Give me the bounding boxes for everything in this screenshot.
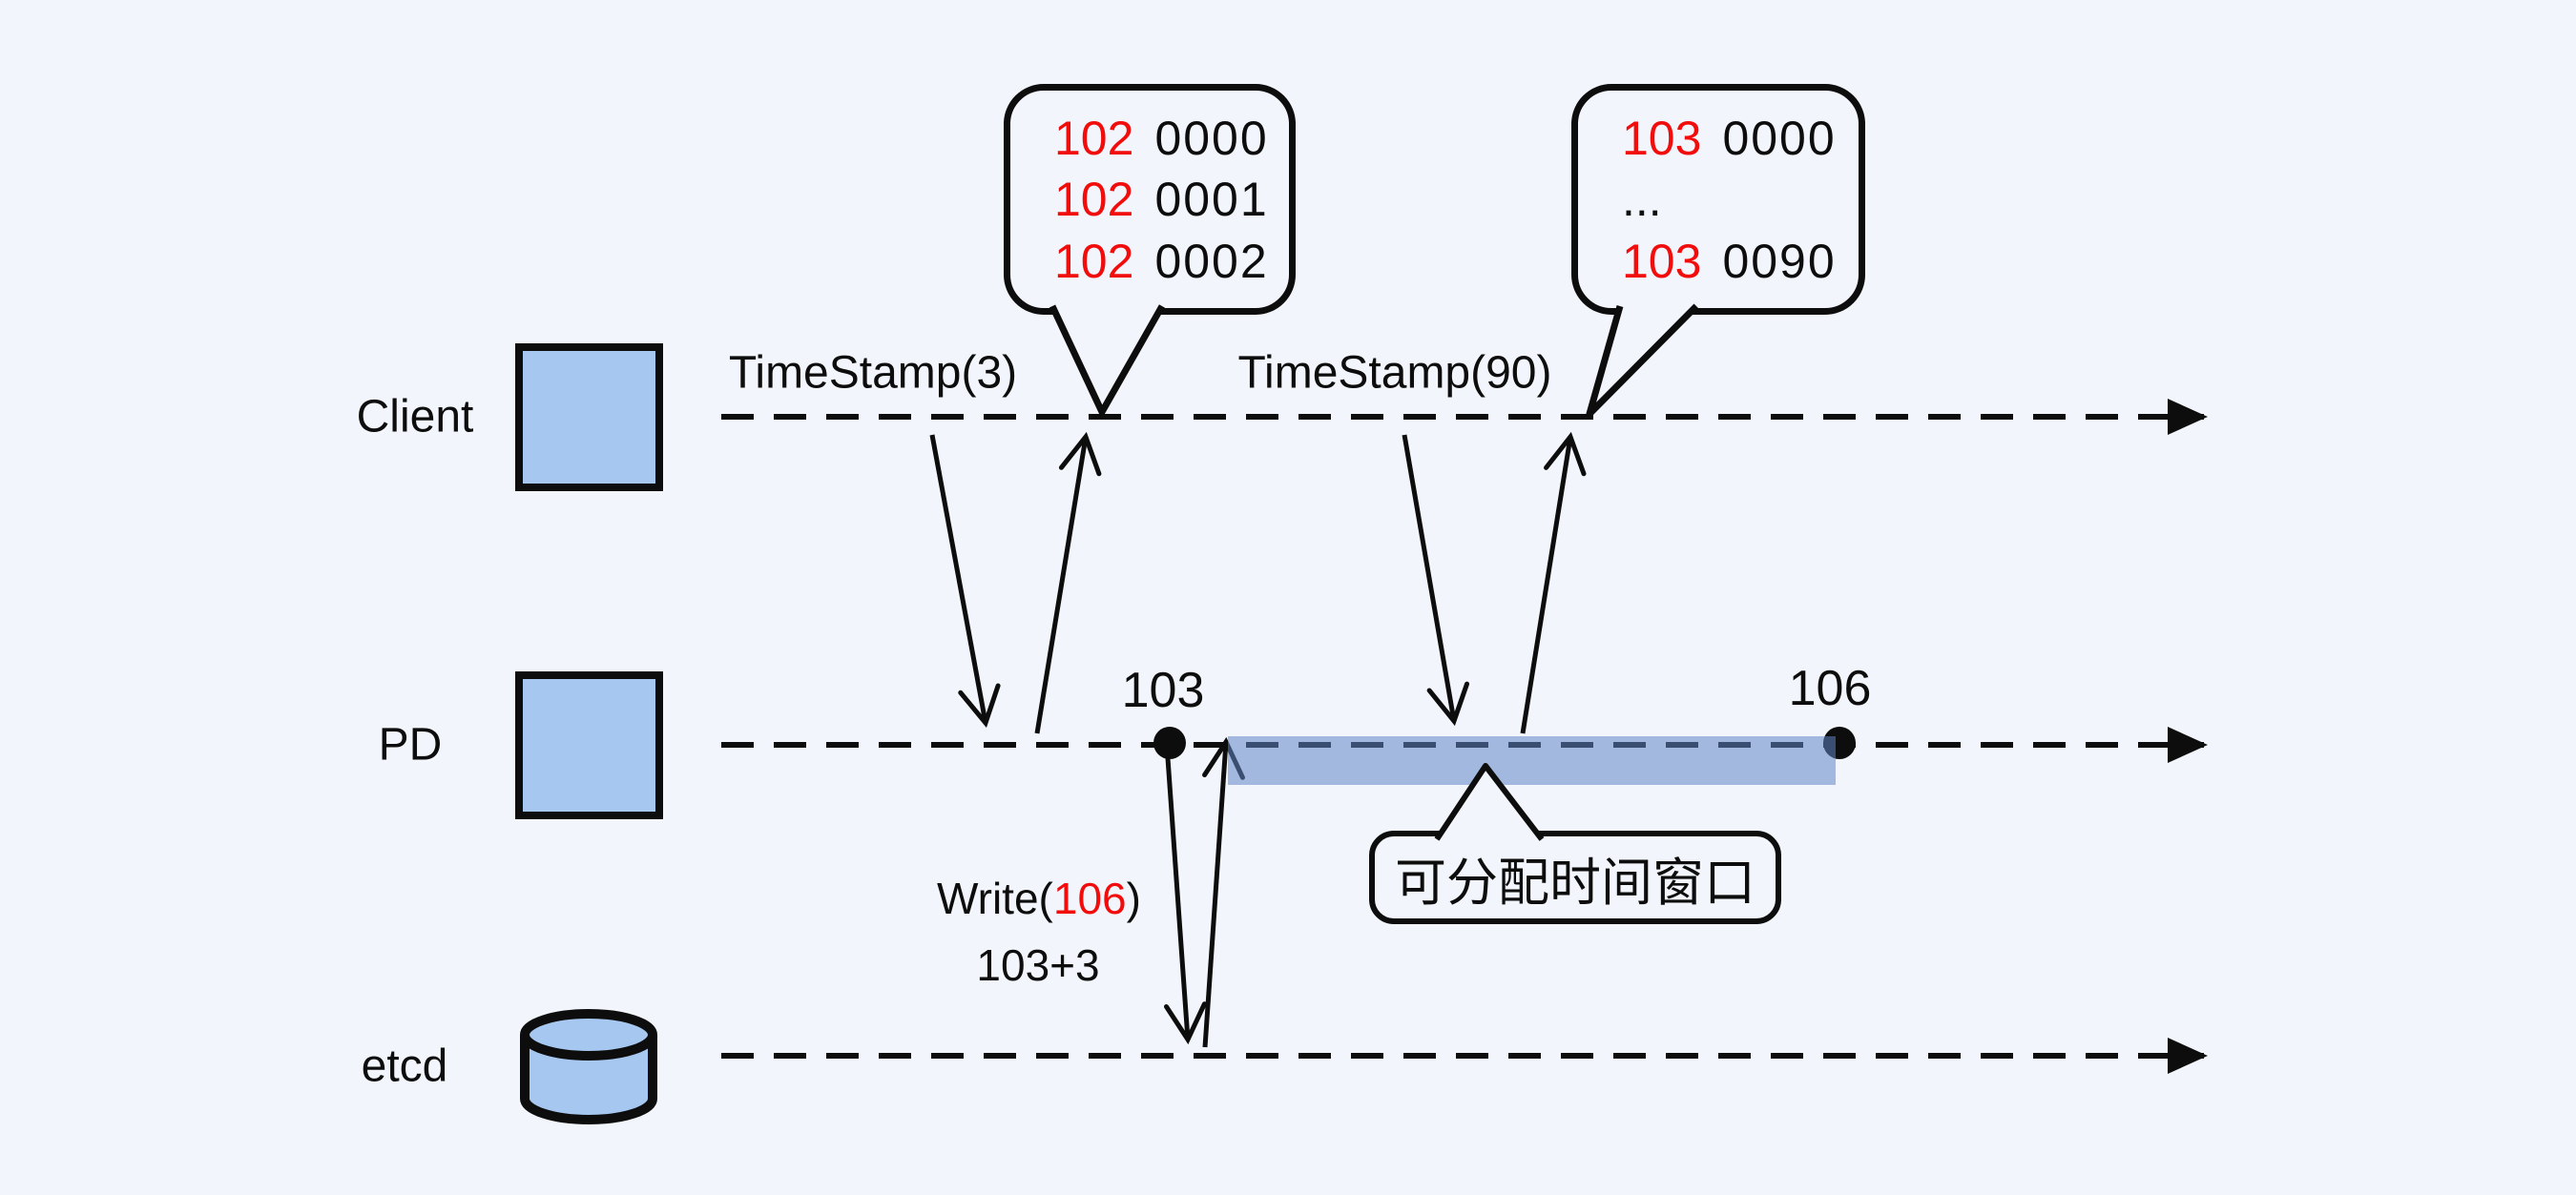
ts-part: 102 [1054, 173, 1134, 226]
client-node [515, 343, 663, 491]
seq-part: 0000 [1154, 111, 1269, 165]
arrow-ts90-response [1520, 431, 1587, 734]
etcd-write-calc-label: 103+3 [976, 940, 1100, 990]
bubble-line: 103 0000 [1622, 114, 1859, 162]
allocatable-window-bubble: 可分配时间窗口 [1369, 831, 1781, 924]
etcd-write-label: Write(106) [937, 873, 1141, 924]
etcd-lane-label: etcd [361, 1040, 448, 1092]
bubble-line: 103 0090 [1622, 237, 1859, 285]
allocatable-window-band [1228, 736, 1836, 785]
seq-part: 0002 [1154, 234, 1269, 288]
speech-bubble-102-batch: 102 0000 102 0001 102 0002 [1004, 84, 1296, 315]
timestamp3-call-label: TimeStamp(3) [728, 347, 1018, 399]
seq-part: 0090 [1722, 234, 1837, 288]
ts-part: 102 [1054, 234, 1134, 288]
bubble-line: 102 0001 [1054, 175, 1289, 223]
timestamp90-call-label: TimeStamp(90) [1237, 347, 1552, 399]
pd-node [515, 671, 663, 819]
bubble-line: 102 0002 [1054, 237, 1289, 285]
write-call-pre: Write( [937, 874, 1053, 923]
ts-part: 103 [1622, 234, 1702, 288]
arrow-write-request [1163, 757, 1207, 1045]
bubble-102-tail [1049, 304, 1166, 416]
write-call-post: ) [1126, 874, 1141, 923]
pd-point-106-label: 106 [1788, 661, 1872, 716]
etcd-database-icon [520, 1009, 657, 1124]
ts-part: 102 [1054, 111, 1134, 165]
arrow-write-response [1202, 736, 1245, 1048]
bubble-line: 102 0000 [1054, 114, 1289, 162]
client-lane-label: Client [356, 391, 474, 443]
pd-lane-label: PD [378, 719, 443, 771]
arrow-ts3-response [1034, 431, 1102, 734]
bubble-103-tail [1586, 303, 1699, 418]
ts-part: 103 [1622, 111, 1702, 165]
pd-point-103-label: 103 [1121, 663, 1205, 718]
speech-bubble-103-batch: 103 0000 ... 103 0090 [1571, 84, 1865, 315]
seq-part: 0000 [1722, 111, 1837, 165]
arrow-ts90-request [1402, 434, 1470, 727]
arrow-ts3-request [929, 434, 1001, 729]
seq-part: 0001 [1154, 173, 1269, 226]
write-call-value: 106 [1052, 874, 1127, 923]
ellipsis: ... [1622, 173, 1662, 226]
bubble-ellipsis-line: ... [1622, 175, 1859, 223]
allocatable-window-label: 可分配时间窗口 [1395, 854, 1755, 912]
pd-dot-103 [1153, 727, 1186, 759]
